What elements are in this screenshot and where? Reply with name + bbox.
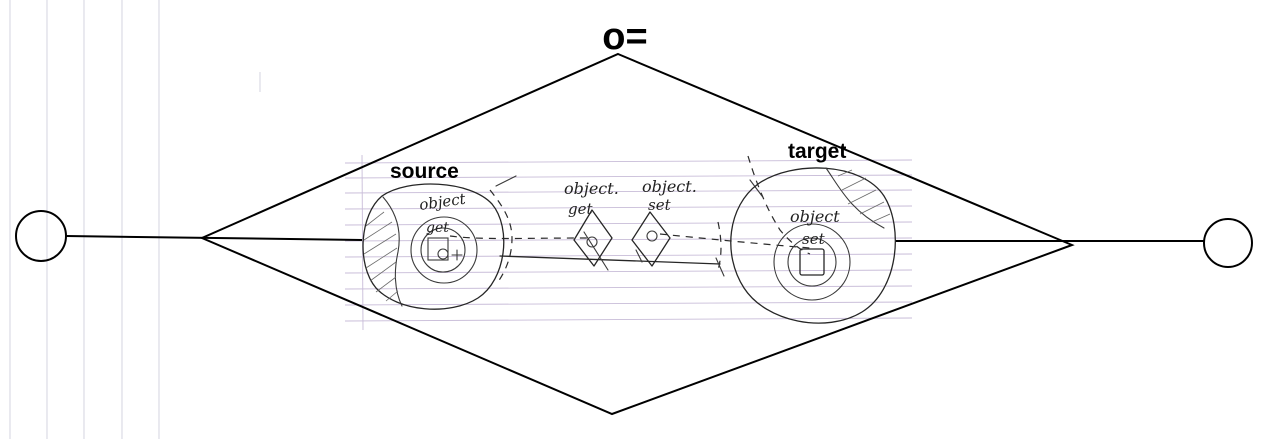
target-object-note: object <box>790 207 840 226</box>
target-dashed-boundary <box>717 221 722 271</box>
middle-get-note: get <box>568 200 593 218</box>
operator-rhombus <box>199 52 1075 416</box>
target-label: target <box>788 140 846 163</box>
middle-getter-setter[interactable]: object. get object. set <box>499 177 721 271</box>
paper-lines <box>9 0 913 439</box>
left-port-circle[interactable] <box>15 210 67 262</box>
middle-object-note-2: object. <box>642 177 697 196</box>
source-object-note: object <box>418 190 468 214</box>
target-hatching <box>837 169 891 223</box>
middle-solid-link <box>499 255 721 265</box>
source-dashed-boundary <box>489 189 513 283</box>
source-node[interactable]: object get <box>362 183 505 310</box>
operator-label: o= <box>602 16 647 58</box>
source-label: source <box>390 160 459 183</box>
source-to-middle-dashed <box>449 235 591 240</box>
middle-to-target-dashed <box>659 233 811 249</box>
target-node[interactable]: object set <box>730 167 896 324</box>
left-connector-line <box>65 235 363 241</box>
target-set-note: set <box>802 230 826 248</box>
middle-set-note: set <box>648 196 672 214</box>
right-port-circle[interactable] <box>1203 218 1253 268</box>
source-hatching <box>363 211 399 302</box>
middle-object-note-1: object. <box>564 179 619 198</box>
source-get-note: get <box>426 220 449 236</box>
